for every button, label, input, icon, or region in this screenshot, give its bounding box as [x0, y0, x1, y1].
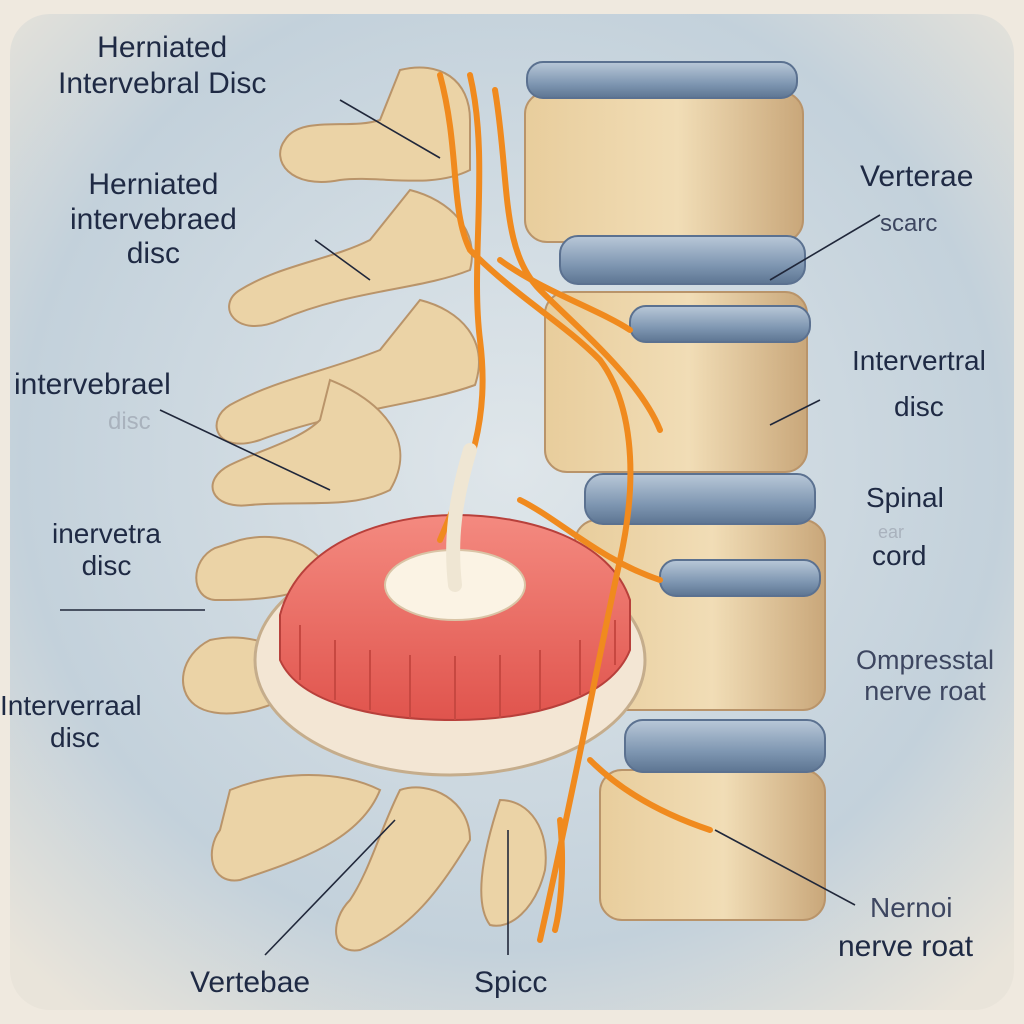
- compressed-nerve-stem: [446, 443, 477, 592]
- label-interverraal: Interverraal disc: [0, 690, 142, 754]
- label-spinal-faint: ear: [878, 522, 905, 542]
- label-nerve-roat: nerve roat: [838, 930, 974, 963]
- label-interverraal-line2: disc: [50, 722, 100, 754]
- label-intervebrael-sub: disc: [108, 408, 151, 435]
- label-herniated-disc-2-line1: Herniated: [88, 168, 219, 201]
- label-ompresstral: Ompresstal nerve roat: [856, 645, 994, 707]
- label-inervetra-line2: disc: [81, 550, 132, 582]
- label-herniated-disc-2-line2: intervebraed: [70, 202, 237, 236]
- label-intervebrael: intervebrael: [14, 368, 171, 401]
- label-spinal: Spinal: [866, 482, 944, 513]
- label-intervertral-line2: disc: [894, 391, 944, 423]
- label-intervertral: Intervertral disc: [852, 345, 986, 423]
- label-vertebae: Vertebae: [190, 966, 311, 999]
- label-herniated-disc-2-line3: disc: [126, 237, 181, 270]
- label-cord: cord: [872, 540, 927, 571]
- label-intervertral-line1: Intervertral: [852, 345, 986, 376]
- intervertebral-discs: [526, 61, 826, 773]
- leader-lines: [60, 99, 881, 956]
- label-ompresstral-line2: nerve roat: [864, 676, 986, 707]
- label-herniated-disc-top-line1: Herniated: [97, 31, 228, 64]
- label-herniated-disc-2: Herniated intervebraed disc: [70, 168, 237, 272]
- label-herniated-disc-top: Herniated Intervebral Disc: [58, 30, 266, 102]
- label-scarc: scarc: [880, 210, 938, 237]
- label-inervetra: inervetra disc: [52, 518, 161, 582]
- label-herniated-disc-top-line2: Intervebral Disc: [58, 67, 267, 100]
- herniated-disc: [253, 513, 647, 777]
- label-ompresstral-line1: Ompresstal: [856, 645, 995, 675]
- label-nernoi: Nernoi: [870, 892, 953, 923]
- label-interverraal-line1: Interverraal: [0, 690, 142, 721]
- label-inervetra-line1: inervetra: [52, 518, 161, 549]
- label-spicc: Spicc: [474, 966, 548, 999]
- label-verterae: Verterae: [860, 160, 974, 193]
